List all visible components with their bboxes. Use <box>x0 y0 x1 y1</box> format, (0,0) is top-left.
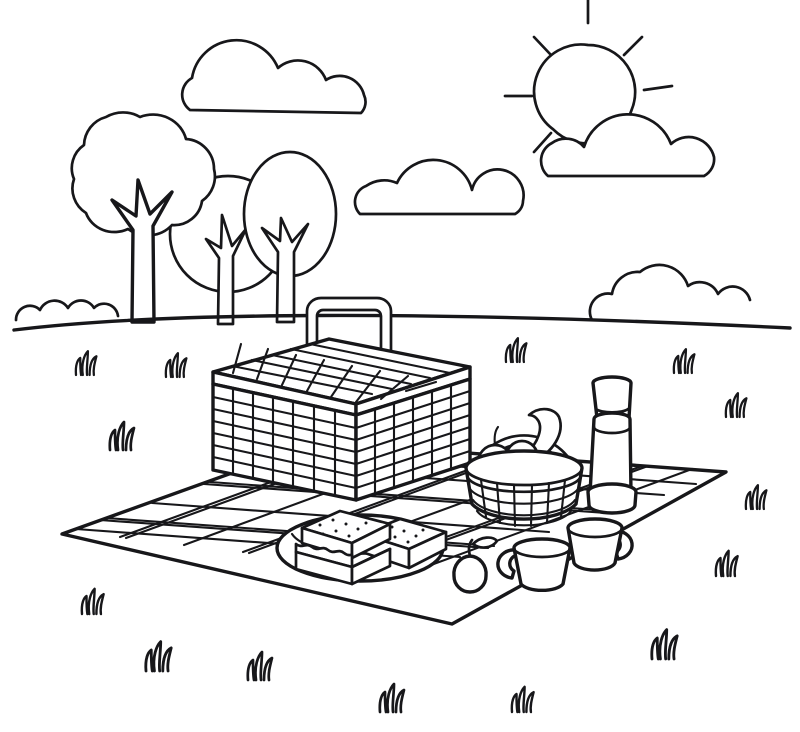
grass-tuft <box>74 350 98 377</box>
grass-tuft <box>650 628 679 661</box>
sky-group <box>180 0 716 216</box>
tree-large-left <box>70 111 217 324</box>
fruit-basket-bowl <box>464 449 584 528</box>
bush-right <box>588 263 752 322</box>
bush-left <box>14 299 120 322</box>
grass-tuft <box>144 640 173 673</box>
grass-tuft <box>510 685 535 714</box>
grass-tuft <box>672 348 696 375</box>
mug-left <box>496 537 572 592</box>
sandwich-left-seeds <box>318 518 368 538</box>
grass-tuft <box>504 337 528 364</box>
basket-body <box>211 377 472 502</box>
thermos-flask <box>586 375 638 515</box>
mug-right-body <box>566 517 624 572</box>
basket-weave-right-vertical <box>373 383 453 496</box>
fruit-basket-weave-horizontal <box>468 487 580 527</box>
apple-leaf <box>471 536 499 549</box>
grass-tuft <box>80 587 105 616</box>
grass-tuft <box>724 392 748 419</box>
grass-tuft <box>108 420 136 452</box>
sun-icon <box>503 0 674 154</box>
sun-rays <box>503 0 674 154</box>
grass-tuft <box>378 682 406 714</box>
grass-tuft <box>714 549 739 578</box>
fruit-basket <box>464 407 584 528</box>
tree-right-oval <box>242 150 338 324</box>
mug-left-body <box>512 537 572 592</box>
cloud-icon-top-left <box>180 38 367 115</box>
mug-left-handle <box>496 548 519 580</box>
sandwich-left <box>294 509 392 586</box>
landscape-group <box>12 111 792 332</box>
apple <box>452 536 499 594</box>
grass-tuft <box>246 650 274 682</box>
picnic-basket <box>211 296 472 502</box>
mug-right <box>566 517 634 572</box>
grass-tuft <box>744 484 768 511</box>
basket-weave-right-horizontal <box>354 389 472 490</box>
cloud-icon-middle <box>353 158 525 216</box>
cloud-icon-by-sun <box>539 113 716 178</box>
sandwich-plate <box>275 509 448 586</box>
grass-tuft <box>164 352 188 379</box>
mug-right-rim <box>566 526 624 539</box>
mug-left-rim <box>512 546 572 559</box>
grass-tufts-layer <box>74 337 768 714</box>
apple-stem-in-basket <box>493 425 500 447</box>
basket-weave-left-horizontal <box>211 395 358 490</box>
basket-lid-weave-b <box>231 342 438 404</box>
basket-lid-weave-a <box>230 342 452 396</box>
apple-stem <box>467 538 474 558</box>
